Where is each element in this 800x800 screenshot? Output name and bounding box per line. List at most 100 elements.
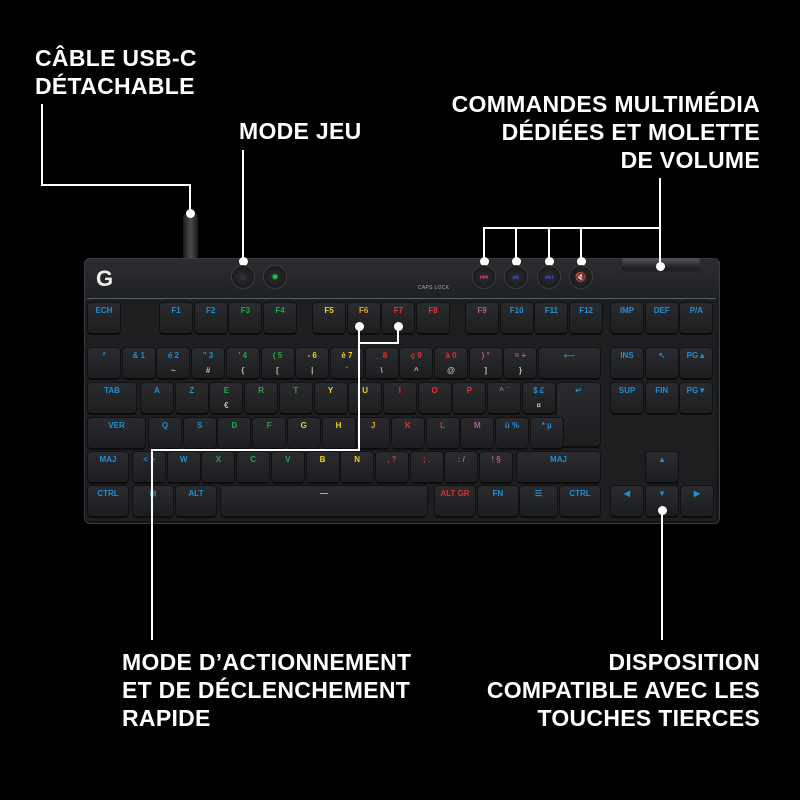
key[interactable]: ☰ (520, 486, 557, 516)
key-legend: MAJ (99, 455, 117, 464)
key-9[interactable]: ç 9^ (400, 348, 433, 378)
key-f12[interactable]: F12 (570, 303, 603, 333)
key-imp[interactable]: IMP (611, 303, 643, 333)
key[interactable]: ù % (496, 418, 528, 448)
key[interactable]: ⊞ (133, 486, 173, 516)
key[interactable]: ▲ (646, 452, 678, 482)
key-legend: E (223, 386, 230, 395)
key-maj[interactable]: MAJ (88, 452, 128, 482)
key-n[interactable]: N (341, 452, 374, 482)
key-h[interactable]: H (322, 418, 355, 448)
key-d[interactable]: D (218, 418, 251, 448)
key-a[interactable]: A (141, 383, 173, 413)
key-f3[interactable]: F3 (229, 303, 262, 333)
key[interactable]: * µ (530, 418, 563, 448)
key-p[interactable]: P (453, 383, 486, 413)
key-alt[interactable]: ALT (176, 486, 216, 516)
key-0[interactable]: à 0@ (435, 348, 467, 378)
key-l[interactable]: L (426, 418, 459, 448)
key-q[interactable]: Q (149, 418, 181, 448)
key-e[interactable]: E€ (210, 383, 243, 413)
key-legend: A (154, 386, 160, 395)
key-s[interactable]: S (183, 418, 216, 448)
key-2[interactable]: é 2~ (157, 348, 190, 378)
key-v[interactable]: V (271, 452, 304, 482)
key-x[interactable]: X (202, 452, 235, 482)
key[interactable]: : / (445, 452, 478, 482)
key-ins[interactable]: INS (611, 348, 643, 378)
key-f9[interactable]: F9 (466, 303, 498, 333)
key-b[interactable]: B (306, 452, 339, 482)
key[interactable]: $ £¤ (522, 383, 555, 413)
key-legend: : / (457, 455, 465, 464)
key-ech[interactable]: ECH (88, 303, 120, 333)
key-f[interactable]: F (253, 418, 286, 448)
mute-button[interactable]: 🔇 (570, 266, 592, 288)
key-ver[interactable]: VER (88, 418, 145, 448)
key-tab[interactable]: TAB (88, 383, 136, 413)
key-alt-gr[interactable]: ALT GR (435, 486, 475, 516)
key-r[interactable]: R (245, 383, 278, 413)
key-y[interactable]: Y (314, 383, 347, 413)
key-legend: ) ° (481, 351, 490, 360)
key[interactable]: ; . (410, 452, 443, 482)
key-legend: ALT (188, 489, 204, 498)
key[interactable]: ▶ (681, 486, 713, 516)
key-p-a[interactable]: P/A (680, 303, 713, 333)
key-ctrl[interactable]: CTRL (560, 486, 600, 516)
key[interactable]: ◀ (611, 486, 643, 516)
key-3[interactable]: " 3# (192, 348, 225, 378)
key-maj[interactable]: MAJ (517, 452, 600, 482)
key[interactable]: , ? (375, 452, 408, 482)
key[interactable]: ! § (480, 452, 512, 482)
key-i[interactable]: I (383, 383, 416, 413)
key-t[interactable]: T (279, 383, 312, 413)
key-sup[interactable]: SUP (611, 383, 643, 413)
key-def[interactable]: DEF (645, 303, 678, 333)
key-f10[interactable]: F10 (500, 303, 533, 333)
key[interactable]: < > (133, 452, 165, 482)
key-5[interactable]: ( 5[ (261, 348, 294, 378)
key-f6[interactable]: F6 (347, 303, 380, 333)
key-g[interactable]: G (287, 418, 320, 448)
key-f1[interactable]: F1 (160, 303, 192, 333)
key[interactable]: ² (88, 348, 120, 378)
media-play-pause-button[interactable]: ⏯ (505, 266, 527, 288)
key-w[interactable]: W (167, 452, 200, 482)
key[interactable]: = +} (504, 348, 537, 378)
key[interactable]: ↖ (645, 348, 678, 378)
callout-line (397, 326, 399, 344)
key-f2[interactable]: F2 (194, 303, 227, 333)
game-mode-button[interactable]: ◌ (232, 266, 254, 288)
key[interactable]: ^ ¨ (488, 383, 520, 413)
key-o[interactable]: O (418, 383, 451, 413)
media-previous-button[interactable]: ⏮ (473, 266, 495, 288)
key-m[interactable]: M (461, 418, 494, 448)
key-f5[interactable]: F5 (313, 303, 345, 333)
key-f11[interactable]: F11 (535, 303, 568, 333)
key-fin[interactable]: FIN (645, 383, 678, 413)
key[interactable]: — (221, 486, 427, 516)
key[interactable]: ⟵ (539, 348, 600, 378)
key[interactable]: ) °] (469, 348, 502, 378)
media-next-button[interactable]: ⏭ (538, 266, 560, 288)
key-1[interactable]: & 1 (122, 348, 155, 378)
key-k[interactable]: K (391, 418, 424, 448)
key-u[interactable]: U (349, 383, 382, 413)
key-z[interactable]: Z (175, 383, 208, 413)
key-c[interactable]: C (237, 452, 270, 482)
key-f8[interactable]: F8 (417, 303, 450, 333)
key-6[interactable]: - 6| (296, 348, 329, 378)
key[interactable]: ↵ (557, 383, 600, 446)
key-legend: F8 (428, 306, 438, 315)
key-ctrl[interactable]: CTRL (88, 486, 128, 516)
key-4[interactable]: ' 4{ (226, 348, 259, 378)
key-f4[interactable]: F4 (264, 303, 297, 333)
key-7[interactable]: è 7` (330, 348, 363, 378)
key-pg[interactable]: PG▲ (680, 348, 713, 378)
key-fn[interactable]: FN (478, 486, 518, 516)
key-pg[interactable]: PG▼ (680, 383, 713, 413)
key-8[interactable]: _ 8\ (365, 348, 398, 378)
lighting-button[interactable]: ✹ (264, 266, 286, 288)
key-j[interactable]: J (357, 418, 390, 448)
